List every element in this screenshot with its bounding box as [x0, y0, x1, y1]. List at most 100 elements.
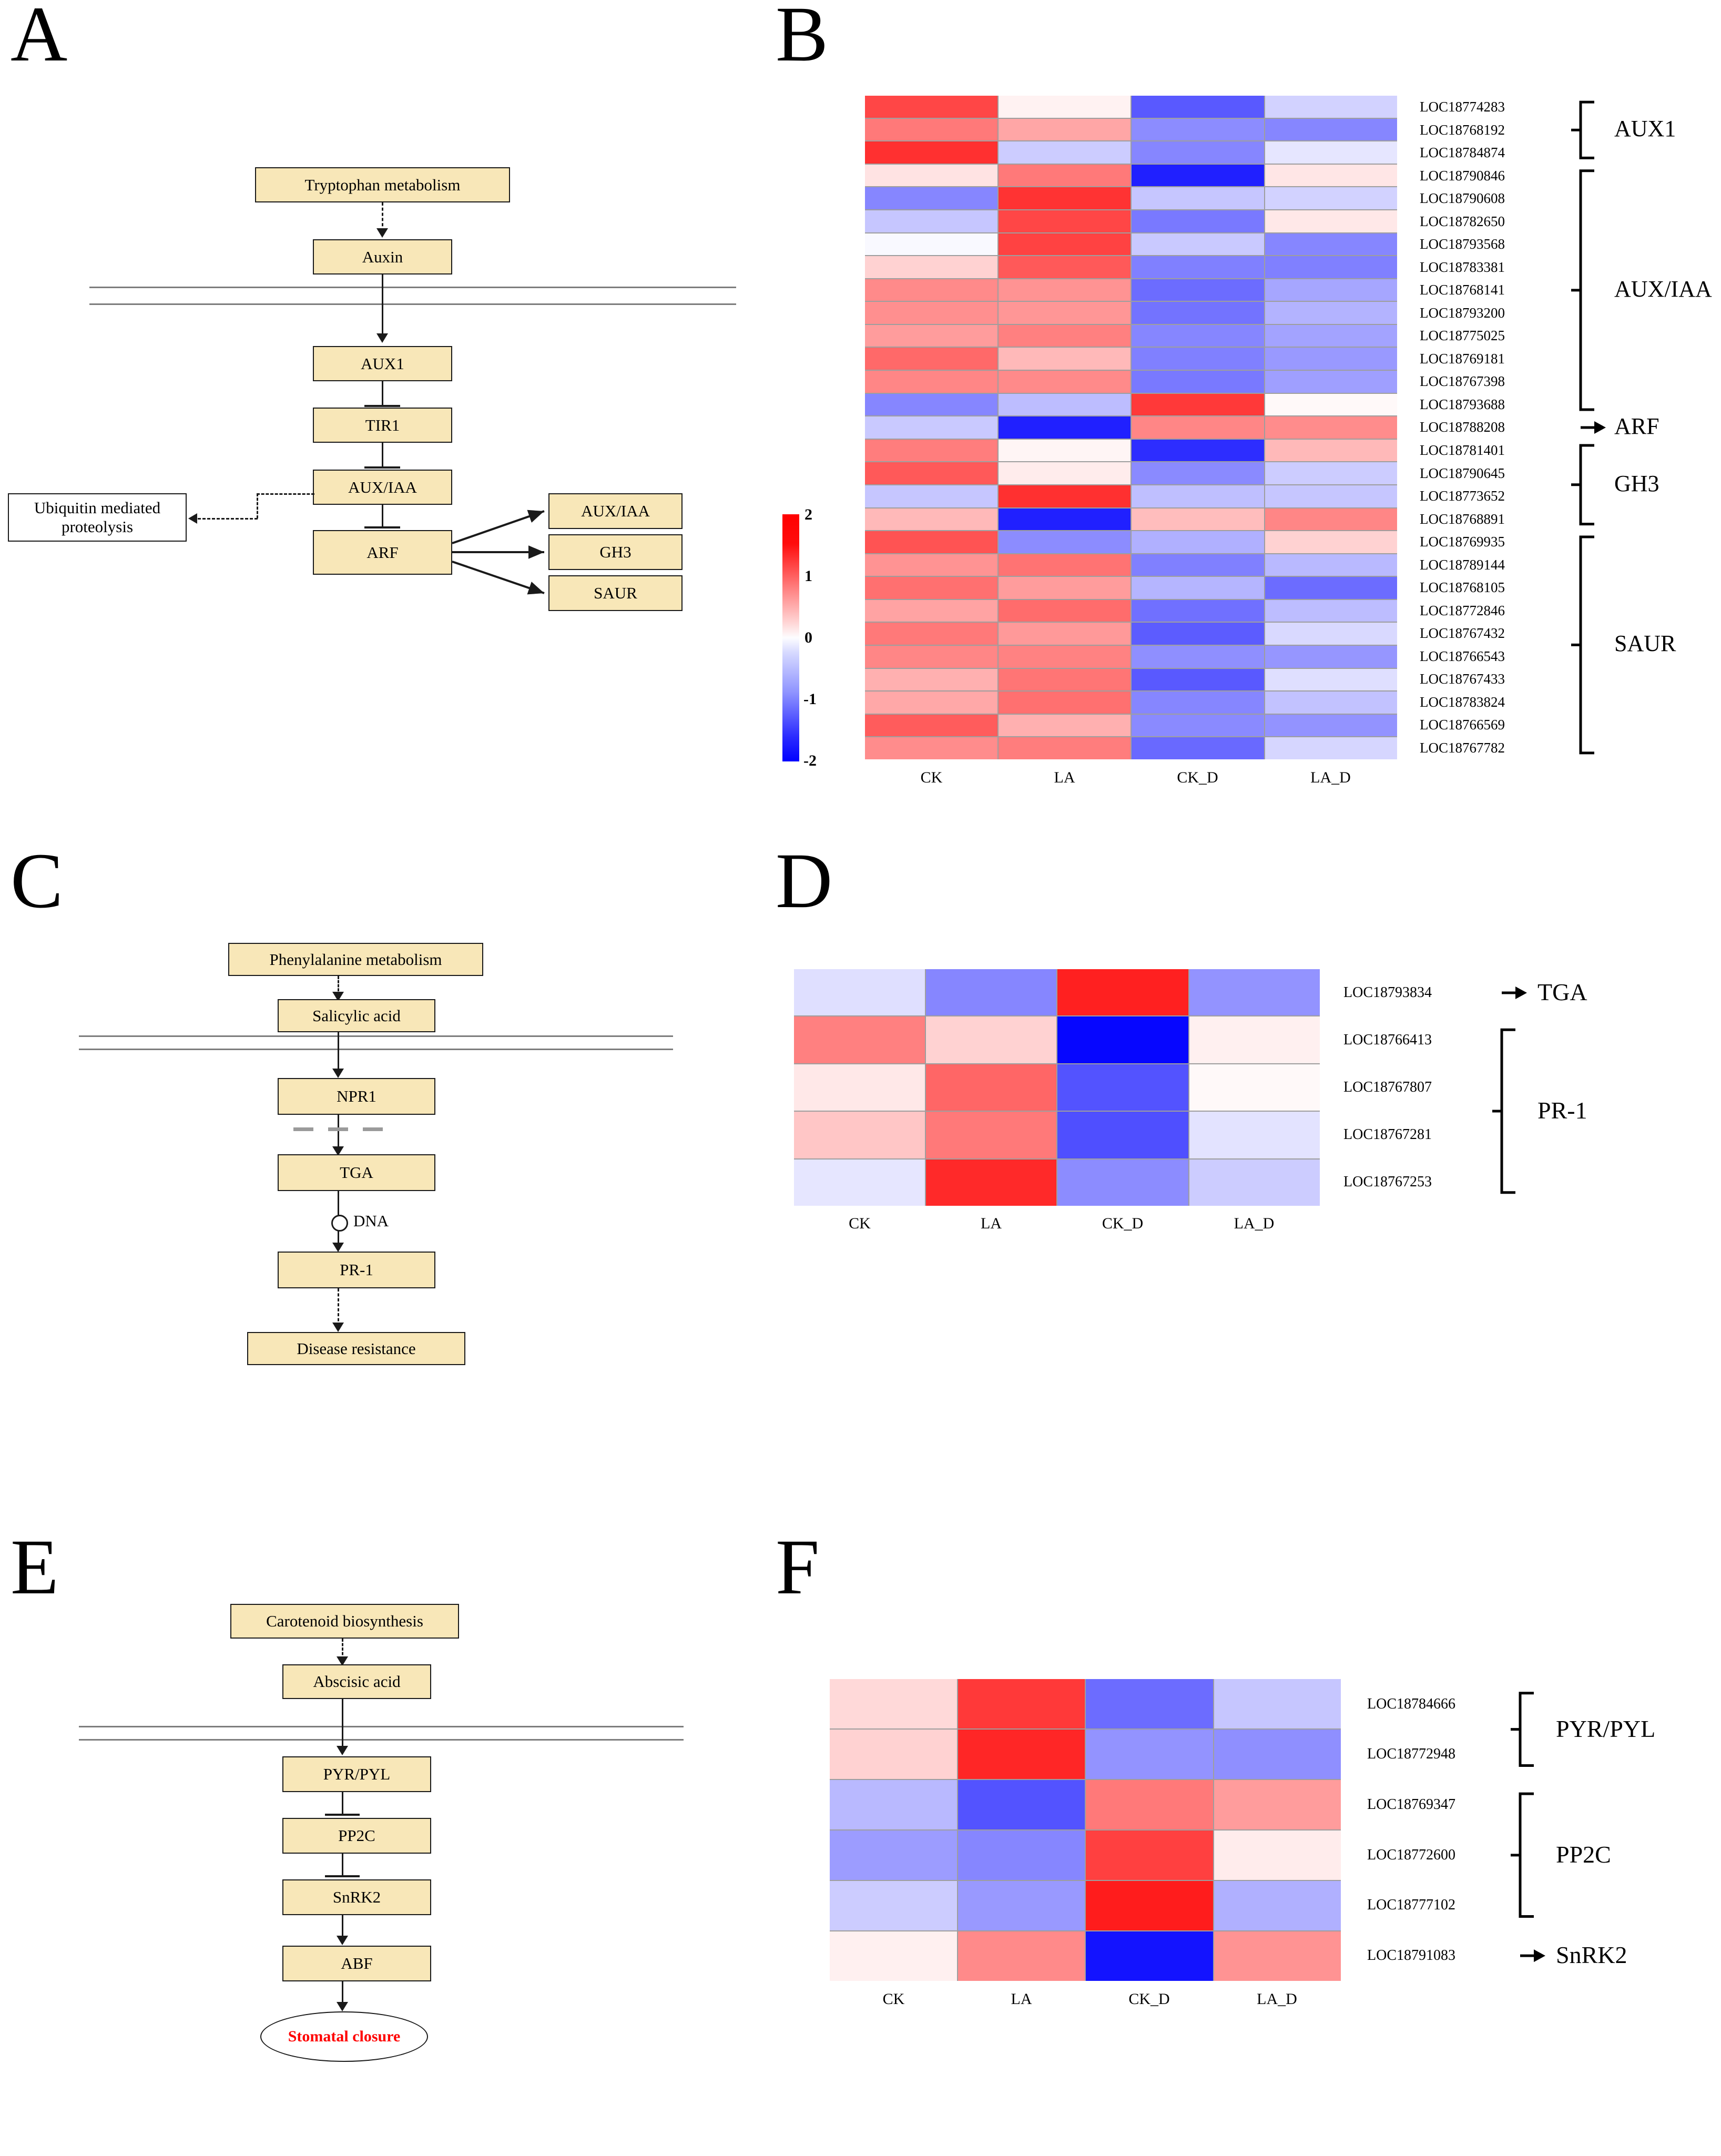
heatmap-cell[interactable]	[1265, 508, 1397, 531]
heatmap-cell[interactable]	[1132, 141, 1264, 164]
heatmap-cell[interactable]	[998, 485, 1131, 507]
heatmap-cell[interactable]	[998, 599, 1131, 622]
heatmap-cell[interactable]	[998, 118, 1131, 141]
heatmap-cell[interactable]	[1214, 1931, 1341, 1981]
node-ubiquitin-mediated-proteolysis[interactable]: Ubiquitin mediated proteolysis	[8, 493, 187, 542]
heatmap-cell[interactable]	[865, 164, 997, 187]
heatmap-cell[interactable]	[958, 1881, 1085, 1930]
heatmap-cell[interactable]	[1132, 118, 1264, 141]
heatmap-cell[interactable]	[1132, 714, 1264, 737]
heatmap-cell[interactable]	[1189, 1159, 1320, 1206]
heatmap-cell[interactable]	[998, 531, 1131, 553]
heatmap-cell[interactable]	[1265, 531, 1397, 553]
heatmap-cell[interactable]	[865, 714, 997, 737]
heatmap-b[interactable]	[865, 96, 1397, 759]
heatmap-cell[interactable]	[1132, 668, 1264, 691]
heatmap-cell[interactable]	[1132, 233, 1264, 256]
heatmap-cell[interactable]	[865, 210, 997, 232]
heatmap-cell[interactable]	[865, 118, 997, 141]
heatmap-cell[interactable]	[1189, 1064, 1320, 1111]
heatmap-cell[interactable]	[1132, 485, 1264, 507]
node-abf[interactable]: ABF	[282, 1946, 431, 1981]
heatmap-cell[interactable]	[1132, 462, 1264, 484]
heatmap-cell[interactable]	[958, 1780, 1085, 1829]
heatmap-cell[interactable]	[830, 1780, 957, 1829]
heatmap-cell[interactable]	[958, 1830, 1085, 1880]
heatmap-cell[interactable]	[865, 96, 997, 118]
heatmap-cell[interactable]	[925, 1159, 1056, 1206]
heatmap-cell[interactable]	[1265, 737, 1397, 759]
heatmap-cell[interactable]	[1132, 96, 1264, 118]
heatmap-cell[interactable]	[998, 371, 1131, 393]
heatmap-cell[interactable]	[1132, 599, 1264, 622]
heatmap-cell[interactable]	[1214, 1881, 1341, 1930]
heatmap-cell[interactable]	[1086, 1830, 1213, 1880]
heatmap-cell[interactable]	[925, 1016, 1056, 1063]
heatmap-cell[interactable]	[830, 1679, 957, 1728]
heatmap-cell[interactable]	[865, 233, 997, 256]
heatmap-cell[interactable]	[1265, 416, 1397, 439]
heatmap-cell[interactable]	[998, 623, 1131, 645]
heatmap-cell[interactable]	[1132, 623, 1264, 645]
heatmap-cell[interactable]	[865, 646, 997, 668]
heatmap-cell[interactable]	[794, 1016, 925, 1063]
heatmap-cell[interactable]	[998, 646, 1131, 668]
heatmap-cell[interactable]	[1132, 531, 1264, 553]
heatmap-cell[interactable]	[1214, 1830, 1341, 1880]
heatmap-cell[interactable]	[1265, 577, 1397, 599]
heatmap-cell[interactable]	[1265, 96, 1397, 118]
node-snrk2[interactable]: SnRK2	[282, 1879, 431, 1915]
heatmap-cell[interactable]	[1132, 371, 1264, 393]
heatmap-cell[interactable]	[1265, 462, 1397, 484]
heatmap-cell[interactable]	[1132, 646, 1264, 668]
heatmap-cell[interactable]	[998, 508, 1131, 531]
heatmap-f[interactable]	[830, 1679, 1341, 1981]
heatmap-cell[interactable]	[865, 737, 997, 759]
heatmap-cell[interactable]	[998, 324, 1131, 347]
heatmap-cell[interactable]	[1265, 141, 1397, 164]
heatmap-cell[interactable]	[1132, 416, 1264, 439]
heatmap-cell[interactable]	[1132, 348, 1264, 370]
heatmap-cell[interactable]	[865, 508, 997, 531]
node-disease-resistance[interactable]: Disease resistance	[247, 1332, 465, 1365]
heatmap-cell[interactable]	[1132, 187, 1264, 209]
heatmap-cell[interactable]	[1265, 302, 1397, 324]
heatmap-cell[interactable]	[865, 485, 997, 507]
heatmap-cell[interactable]	[998, 737, 1131, 759]
heatmap-cell[interactable]	[1086, 1679, 1213, 1728]
heatmap-cell[interactable]	[1086, 1780, 1213, 1829]
heatmap-cell[interactable]	[865, 302, 997, 324]
heatmap-cell[interactable]	[1214, 1730, 1341, 1779]
heatmap-cell[interactable]	[1265, 554, 1397, 576]
heatmap-cell[interactable]	[1086, 1730, 1213, 1779]
heatmap-cell[interactable]	[1132, 302, 1264, 324]
heatmap-cell[interactable]	[998, 691, 1131, 714]
node-salicylic-acid[interactable]: Salicylic acid	[278, 999, 435, 1032]
node-tir1[interactable]: TIR1	[313, 408, 452, 443]
heatmap-cell[interactable]	[865, 141, 997, 164]
heatmap-cell[interactable]	[1132, 164, 1264, 187]
heatmap-cell[interactable]	[865, 668, 997, 691]
heatmap-cell[interactable]	[1057, 1159, 1188, 1206]
heatmap-cell[interactable]	[1214, 1780, 1341, 1829]
heatmap-cell[interactable]	[1265, 439, 1397, 462]
heatmap-cell[interactable]	[958, 1931, 1085, 1981]
heatmap-cell[interactable]	[1132, 577, 1264, 599]
heatmap-cell[interactable]	[998, 714, 1131, 737]
heatmap-cell[interactable]	[998, 302, 1131, 324]
heatmap-cell[interactable]	[1265, 324, 1397, 347]
heatmap-cell[interactable]	[998, 210, 1131, 232]
heatmap-cell[interactable]	[1265, 210, 1397, 232]
heatmap-cell[interactable]	[865, 393, 997, 416]
node-aux-iaa[interactable]: AUX/IAA	[313, 470, 452, 505]
heatmap-cell[interactable]	[830, 1830, 957, 1880]
heatmap-cell[interactable]	[925, 1064, 1056, 1111]
heatmap-cell[interactable]	[1132, 210, 1264, 232]
heatmap-cell[interactable]	[865, 691, 997, 714]
heatmap-cell[interactable]	[1265, 118, 1397, 141]
heatmap-cell[interactable]	[1189, 1016, 1320, 1063]
heatmap-cell[interactable]	[1265, 393, 1397, 416]
heatmap-cell[interactable]	[998, 416, 1131, 439]
heatmap-cell[interactable]	[1265, 233, 1397, 256]
heatmap-cell[interactable]	[1265, 348, 1397, 370]
